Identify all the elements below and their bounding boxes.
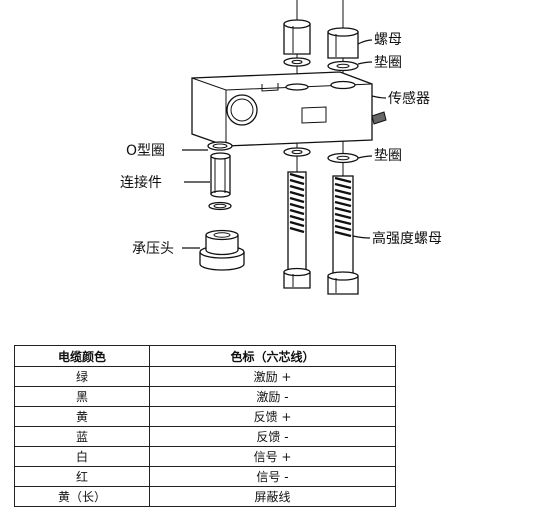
function-cell: 屏蔽线: [149, 486, 396, 507]
function-cell: 信号 +: [149, 446, 396, 467]
function-cell: 反馈 -: [149, 426, 396, 447]
header-color-code: 色标（六芯线）: [149, 345, 396, 367]
o-ring-lower: [208, 201, 232, 211]
cable-color-cell: 白: [14, 446, 150, 467]
cable-color-cell: 黑: [14, 386, 150, 407]
label-pressure-head: 承压头: [132, 241, 174, 257]
top-washer-left: [283, 57, 311, 67]
table-row: 白 信号 +: [14, 446, 396, 467]
exploded-assembly-diagram: 螺母 垫圈 传感器 O型圈 连接件 垫圈 承压头 高强度螺母: [120, 0, 442, 295]
bottom-washer-left: [283, 147, 311, 157]
table-row: 红 信号 -: [14, 466, 396, 487]
cable-color-cell: 绿: [14, 366, 150, 387]
label-o-ring: O型圈: [126, 143, 165, 159]
top-nut-left: [283, 19, 311, 55]
header-cable-color: 电缆颜色: [14, 345, 150, 367]
table-row: 黑 激励 -: [14, 386, 396, 407]
label-connector: 连接件: [120, 174, 162, 191]
load-cell-sensor: [191, 71, 387, 147]
table-row: 黄 反馈 +: [14, 406, 396, 427]
function-cell: 激励 -: [149, 386, 396, 407]
label-washer-bottom: 垫圈: [374, 148, 402, 164]
function-cell: 信号 -: [149, 466, 396, 487]
cable-color-cell: 黄（长）: [14, 486, 150, 507]
cable-color-cell: 黄: [14, 406, 150, 427]
top-washer-right: [327, 60, 359, 72]
pressure-head-part: [199, 229, 245, 271]
connector-part: [210, 152, 231, 198]
label-washer-top: 垫圈: [374, 55, 402, 71]
high-strength-bolt-right: [327, 175, 359, 295]
table-row: 黄（长） 屏蔽线: [14, 486, 396, 507]
o-ring-upper: [207, 141, 233, 151]
cable-color-table: 电缆颜色 色标（六芯线） 绿 激励 + 黑 激励 - 黄 反馈 + 蓝 反馈 -…: [14, 345, 396, 507]
cable-color-cell: 红: [14, 466, 150, 487]
bottom-washer-right: [327, 152, 359, 164]
table-row: 绿 激励 +: [14, 366, 396, 387]
cable-color-cell: 蓝: [14, 426, 150, 447]
table-row: 蓝 反馈 -: [14, 426, 396, 447]
table-header-row: 电缆颜色 色标（六芯线）: [14, 345, 396, 367]
top-nut-right: [327, 27, 359, 59]
label-nut-top: 螺母: [374, 32, 402, 48]
leader-lines: [182, 39, 387, 249]
label-sensor: 传感器: [388, 90, 430, 107]
high-strength-bolt-left: [283, 171, 311, 289]
function-cell: 激励 +: [149, 366, 396, 387]
label-high-strength-nut: 高强度螺母: [372, 230, 442, 247]
function-cell: 反馈 +: [149, 406, 396, 427]
